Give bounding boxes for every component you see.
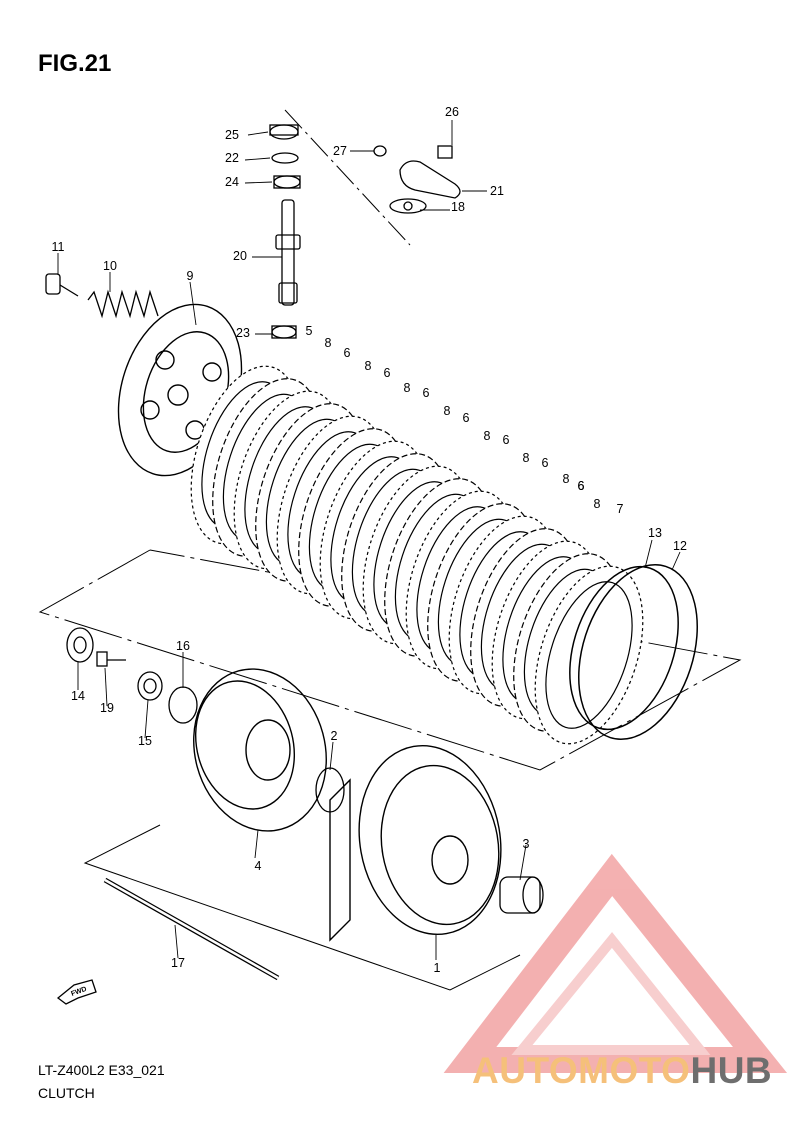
callout-p6g: 6 [578, 479, 585, 493]
footer-code: LT-Z400L2 E33_021 [38, 1062, 165, 1078]
watermark-text-1: AUTOMOTO [472, 1050, 691, 1091]
callout-p11: 11 [52, 240, 65, 254]
callout-p22: 22 [225, 151, 239, 165]
callout-p6f: 6 [542, 456, 549, 470]
callout-p10: 10 [103, 259, 117, 273]
callout-p6b: 6 [384, 366, 391, 380]
callout-p1: 1 [434, 961, 441, 975]
callout-p20: 20 [233, 249, 247, 263]
figure-title: FIG.21 [38, 50, 112, 77]
callout-p12: 12 [673, 539, 687, 553]
callout-p4: 4 [255, 859, 262, 873]
push-rod [275, 199, 301, 306]
bearing-stack [269, 124, 301, 339]
callout-p17: 17 [171, 956, 185, 970]
clutch-sleeve-hub [193, 668, 327, 832]
primary-driven-gear [329, 744, 502, 942]
callout-p3: 3 [523, 837, 530, 851]
watermark-text-2: HUB [690, 1050, 773, 1091]
clutch-plate [534, 565, 644, 745]
callout-p8g: 8 [563, 472, 570, 486]
callout-p8b: 8 [365, 359, 372, 373]
watermark-emblem [443, 853, 788, 1073]
callout-p6d: 6 [463, 411, 470, 425]
spacer [499, 876, 544, 914]
callout-p15: 15 [138, 734, 152, 748]
callout-p23: 23 [236, 326, 250, 340]
callout-p6c: 6 [423, 386, 430, 400]
release-arm [373, 145, 461, 214]
callout-p6a: 6 [344, 346, 351, 360]
watermark-logo: AUTOMOTOHUB [472, 1050, 772, 1092]
callout-p8h: 8 [594, 497, 601, 511]
clutch-plate-stack [190, 365, 644, 745]
clutch-spring [87, 289, 159, 319]
callout-p5: 5 [306, 324, 313, 338]
footer-name: CLUTCH [38, 1085, 95, 1101]
callout-p13: 13 [648, 526, 662, 540]
spring-bolt [45, 273, 79, 297]
callout-p19: 19 [100, 701, 114, 715]
callout-p7: 7 [617, 502, 624, 516]
callout-p16: 16 [176, 639, 190, 653]
callout-p6h: 6 [578, 479, 585, 493]
callout-p8f: 8 [523, 451, 530, 465]
hub-fasteners [66, 627, 198, 724]
callout-p25: 25 [225, 128, 239, 142]
callout-p8e: 8 [484, 429, 491, 443]
callout-p14: 14 [71, 689, 85, 703]
callout-p8c: 8 [404, 381, 411, 395]
shaft-group-outline [83, 824, 521, 991]
callout-p18: 18 [451, 200, 465, 214]
leader-lines [57, 120, 681, 960]
fwd-arrow: FWD [56, 979, 97, 1005]
callout-p26: 26 [445, 105, 459, 119]
callout-p9: 9 [187, 269, 194, 283]
callout-p6e: 6 [503, 433, 510, 447]
callout-p2: 2 [331, 729, 338, 743]
callout-p8d: 8 [444, 404, 451, 418]
callout-p24: 24 [225, 175, 239, 189]
callout-p27: 27 [333, 144, 347, 158]
callout-p21: 21 [490, 184, 504, 198]
wire-ring [569, 563, 698, 741]
release-group-line [284, 109, 411, 246]
callout-p8a: 8 [325, 336, 332, 350]
